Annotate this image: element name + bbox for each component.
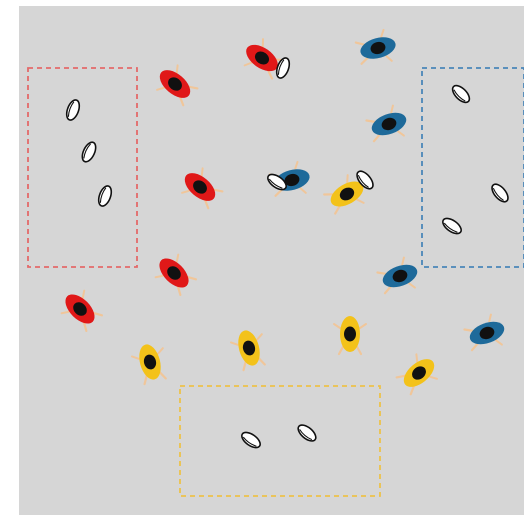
rugby-ball-10 [241, 431, 261, 449]
yellow-player-11 [323, 174, 365, 215]
rugby-ball-11 [297, 424, 317, 442]
blue-player-6 [354, 28, 396, 65]
yellow-player-14 [333, 316, 367, 356]
red-zone [27, 67, 138, 268]
drill-field [19, 6, 524, 515]
rugby-ball-7 [451, 84, 471, 104]
rugby-ball-2 [81, 141, 97, 163]
rugby-ball-3 [97, 185, 113, 207]
rugby-ball-4 [275, 57, 291, 79]
yellow-player-12 [130, 344, 167, 386]
yellow-player-15 [395, 353, 438, 396]
balls-layer [65, 57, 509, 449]
rugby-ball-1 [65, 99, 81, 121]
blue-zone [421, 67, 524, 268]
yellow-player-13 [229, 330, 266, 372]
rugby-ball-5 [267, 173, 287, 191]
red-player-1 [156, 64, 199, 107]
blue-player-9 [376, 256, 418, 295]
field-background [19, 6, 524, 515]
rugby-ball-6 [356, 170, 374, 190]
yellow-zone [179, 385, 381, 497]
red-player-4 [154, 253, 198, 297]
blue-player-10 [463, 313, 505, 352]
players-layer [60, 28, 505, 396]
zones-layer [27, 67, 524, 497]
red-player-3 [181, 167, 224, 210]
blue-player-7 [365, 104, 407, 143]
rugby-ball-9 [442, 217, 462, 235]
rugby-ball-8 [491, 183, 509, 203]
red-player-5 [60, 289, 104, 333]
